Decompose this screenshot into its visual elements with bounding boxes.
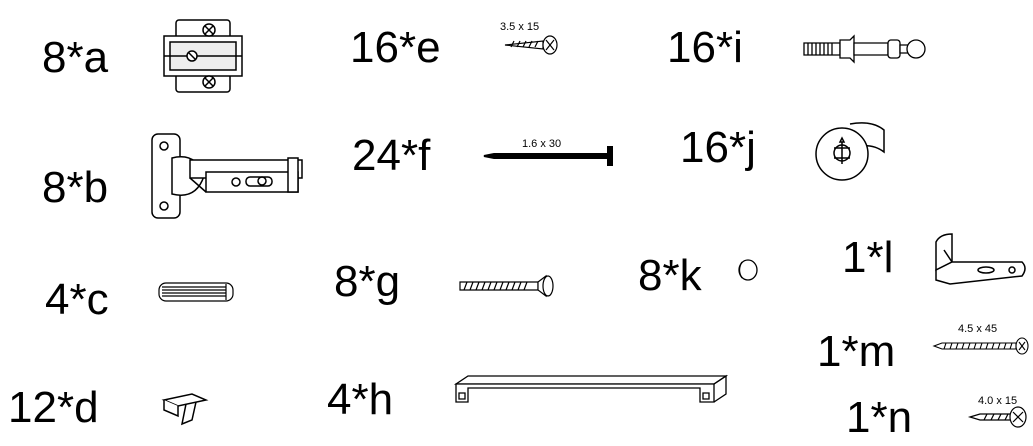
part-j-quantity: 16*j	[680, 123, 756, 172]
shelf-support-pin-icon	[162, 390, 210, 426]
long-wood-screw-icon	[458, 274, 556, 298]
part-m-size-label: 4.5 x 45	[958, 323, 998, 335]
part-n-quantity: 1*n	[846, 393, 913, 442]
cam-bolt-icon	[802, 34, 928, 64]
angle-bracket-icon	[930, 232, 1030, 286]
part-a-quantity: 8*a	[42, 33, 109, 82]
bumper-cap-icon	[734, 258, 760, 282]
wooden-dowel-icon	[158, 281, 236, 303]
part-i-quantity: 16*i	[667, 23, 743, 72]
bar-handle-icon	[454, 374, 728, 404]
part-l-quantity: 1*l	[842, 233, 894, 282]
part-k-quantity: 8*k	[638, 251, 702, 300]
cam-lock-nut-icon	[810, 118, 888, 184]
part-g-quantity: 8*g	[334, 257, 401, 306]
part-h-quantity: 4*h	[327, 375, 394, 424]
hinge-mounting-plate-icon	[160, 12, 246, 98]
part-n-size-label: 4.0 x 15	[978, 395, 1018, 407]
part-m-quantity: 1*m	[817, 327, 896, 376]
short-screw-icon	[968, 405, 1028, 429]
part-c-quantity: 4*c	[45, 275, 109, 324]
part-b-quantity: 8*b	[42, 163, 109, 212]
part-e-size-label: 3.5 x 15	[500, 21, 540, 33]
part-f-quantity: 24*f	[352, 131, 431, 180]
short-wood-screw-icon	[503, 33, 559, 55]
concealed-hinge-icon	[150, 132, 306, 220]
part-d-quantity: 12*d	[8, 383, 99, 432]
part-e-quantity: 16*e	[350, 23, 441, 72]
nail-icon	[482, 146, 614, 166]
long-screw-icon	[932, 336, 1030, 356]
part-f-size-label: 1.6 x 30	[522, 138, 562, 150]
